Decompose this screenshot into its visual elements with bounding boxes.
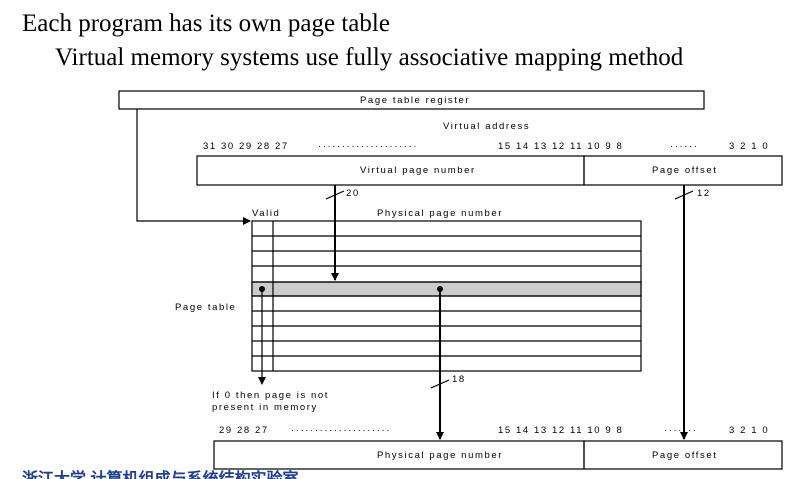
slide-subtitle: Virtual memory systems use fully associa…: [55, 44, 684, 71]
vpn-width-label: 20: [346, 188, 360, 199]
virtual-page-number-label: Virtual page number: [360, 165, 476, 176]
offset-width-label: 12: [697, 188, 711, 199]
invalid-note-line1: If 0 then page is not: [212, 390, 330, 401]
pa-dots: ·····················: [291, 425, 392, 436]
page-table-rows: [252, 235, 641, 357]
physical-page-number-header: Physical page number: [377, 208, 503, 219]
pa-bits-right: 3 2 1 0: [729, 425, 770, 436]
invalid-note-line2: present in memory: [212, 402, 318, 413]
va-bits-right: 3 2 1 0: [729, 141, 770, 152]
pa-dots-right: ·······: [664, 425, 698, 436]
slide-title: Each program has its own page table: [22, 10, 390, 37]
page-offset-top-label: Page offset: [652, 165, 718, 176]
page-table-label: Page table: [175, 302, 237, 313]
virtual-address-label: Virtual address: [443, 121, 531, 132]
vpn-width-tick: [325, 190, 345, 200]
selected-page-table-entry: [251, 281, 642, 297]
pa-bits-mid: 15 14 13 12 11 10 9 8: [498, 425, 624, 436]
offset-width-tick: [674, 190, 694, 200]
pa-bits-left: 29 28 27: [219, 425, 269, 436]
va-dots-right: ······: [670, 141, 699, 152]
ppn-width-label: 18: [452, 374, 466, 385]
valid-column-label: Valid: [252, 208, 281, 219]
register-pointer-line: [136, 109, 251, 225]
page-table-register-label: Page table register: [360, 95, 471, 106]
page-offset-bottom-box: [583, 440, 783, 470]
ppn-width-tick: [430, 379, 450, 389]
va-bits-left: 31 30 29 28 27: [203, 141, 289, 152]
page-offset-bottom-label: Page offset: [652, 450, 718, 461]
va-bits-mid: 15 14 13 12 11 10 9 8: [498, 141, 624, 152]
va-dots: ·····················: [318, 141, 419, 152]
footer-logo-text: 浙江大学 计算机组成与系统结构实验室: [22, 465, 298, 479]
physical-page-number-bottom-label: Physical page number: [377, 450, 503, 461]
page-table-register-box: [118, 90, 705, 110]
